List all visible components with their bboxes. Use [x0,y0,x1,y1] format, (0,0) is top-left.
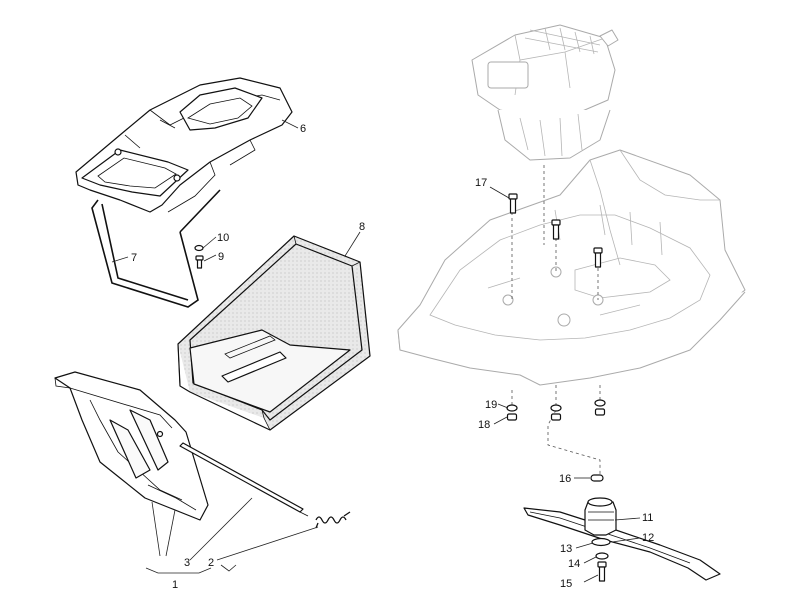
callout-8: 8 [359,221,365,233]
grass-bag-8 [177,235,371,431]
key-16 [590,474,604,482]
callout-16: 16 [559,473,571,485]
callout-6: 6 [300,123,306,135]
callout-7: 7 [131,252,137,264]
callout-labels: 1 2 3 6 7 8 9 10 11 12 13 14 15 16 17 18… [131,123,654,591]
callout-17: 17 [475,177,487,189]
grass-bag-cover-6 [75,77,293,213]
spring-2 [315,511,351,529]
callout-13: 13 [560,543,572,555]
callout-11: 11 [642,512,653,524]
callout-9: 9 [218,251,224,263]
callout-1: 1 [172,579,178,591]
bag-frame-7 [91,189,221,308]
rear-flap-1 [54,371,209,521]
callout-15: 15 [560,578,572,590]
callout-3: 3 [184,557,190,569]
callout-2: 2 [208,557,214,569]
nuts-washers [506,399,606,421]
callout-18: 18 [478,419,490,431]
deck-ghost [397,149,746,386]
blade-assembly [523,497,721,582]
bolt-17-b [551,219,561,240]
bolt-17-group [508,193,603,268]
leader-lines [111,119,641,583]
bolt-15 [597,561,607,582]
fasteners-9-10 [194,244,204,269]
bolt-17-a [508,193,518,214]
callout-14: 14 [568,558,580,570]
engine-ghost [471,24,619,161]
bolt-17-c [593,247,603,268]
callout-19: 19 [485,399,497,411]
callout-10: 10 [217,232,229,244]
rod-3 [179,442,309,517]
callout-12: 12 [642,532,654,544]
